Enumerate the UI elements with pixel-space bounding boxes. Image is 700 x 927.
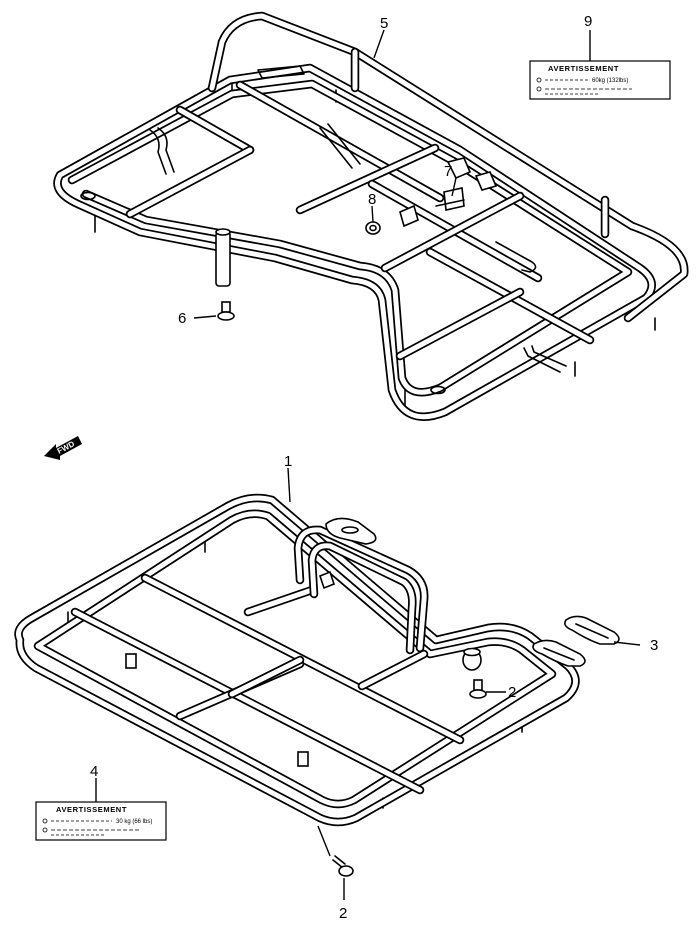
rear-carrier-hooks [80,65,567,395]
callout-7: 7 [444,163,452,180]
leader-lines [95,29,641,900]
front-carrier-clips [125,570,482,767]
label-9-title: AVERTISSEMENT [548,64,619,73]
rear-carrier-raised-rail [207,11,689,323]
callout-2-lower: 2 [339,905,347,922]
callout-5: 5 [380,15,388,32]
front-carrier-top-bracket [325,517,377,545]
front-carrier-handle [293,525,429,655]
warning-label-part-9: AVERTISSEMENT 60kg (132lbs) [529,60,671,100]
rear-carrier-part-5 [53,11,689,421]
callout-6: 6 [178,310,186,327]
rear-carrier-outer-frame [53,63,656,421]
callout-1: 1 [284,453,292,470]
fwd-arrow-icon: FWD [44,436,82,460]
foot-pad-part-3 [532,615,620,667]
part-2-bolt-lower [332,855,354,877]
rear-carrier-inner-frame [67,79,633,397]
callout-8: 8 [368,191,376,208]
warning-label-part-4: AVERTISSEMENT 30 kg (66 lbs) [35,801,167,841]
rear-carrier-brackets [399,157,498,228]
front-carrier-outer-frame [14,493,580,827]
rear-carrier-cross-bars [125,80,595,361]
part-2-bolt-upper [469,679,487,699]
callout-2-upper: 2 [508,684,516,701]
front-carrier-inner-frame [33,509,557,809]
part-6-bolt [217,301,235,321]
rear-carrier-mount-studs [94,81,656,411]
callout-3: 3 [650,637,658,654]
front-carrier-part-1 [14,493,580,827]
rear-carrier-support-leg [215,228,231,287]
label-4-line1: 30 kg (66 lbs) [116,819,152,825]
callout-4: 4 [90,763,98,780]
label-9-line1: 60kg (132lbs) [592,78,628,84]
part-8-nut [365,221,381,235]
callout-numbers: 5 9 6 7 8 1 3 2 4 2 [90,13,658,922]
label-4-title: AVERTISSEMENT [56,805,127,814]
front-carrier-cross-bars [70,573,465,795]
callout-9: 9 [584,13,592,30]
